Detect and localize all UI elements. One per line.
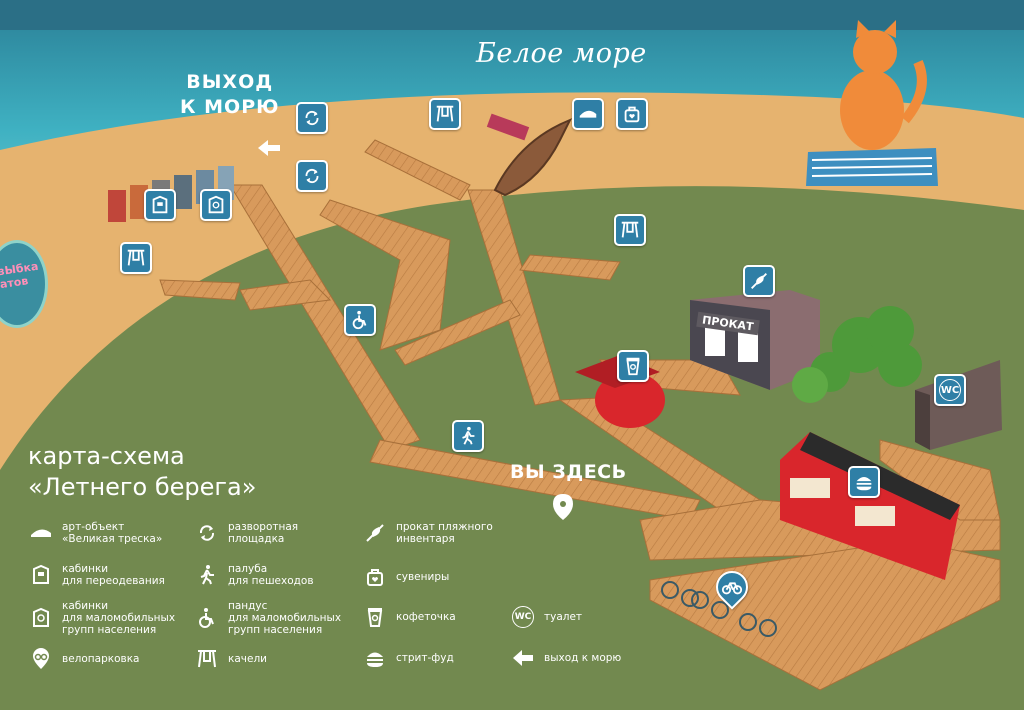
legend-text-ramp: пандус для маломобильных групп населения <box>228 600 342 636</box>
legend-wc: WC туалет <box>510 604 582 630</box>
turnaround-pin-2[interactable] <box>296 160 328 192</box>
coffee-pin[interactable] <box>617 350 649 382</box>
legend-turnaround: разворотная площадка <box>194 520 298 546</box>
bike-pin-icon <box>28 646 54 672</box>
legend-text-coffee: кофеточка <box>396 611 456 623</box>
exit-label-line2: К МОРЮ <box>180 96 280 118</box>
rental-pin[interactable] <box>743 265 775 297</box>
legend-rental: прокат пляжного инвентаря <box>362 520 493 546</box>
legend-exit-to-sea: выход к морю <box>510 645 621 671</box>
legend-text-bike-parking: велопарковка <box>62 653 140 665</box>
trees <box>792 306 922 403</box>
swing-icon <box>194 646 220 672</box>
souvenir-bag-icon <box>624 106 640 123</box>
wc-icon: WC <box>939 379 961 401</box>
exit-arrow-icon <box>510 645 536 671</box>
legend-text-swing: качели <box>228 653 267 665</box>
kayak-icon <box>751 273 767 289</box>
swing-pin-1[interactable] <box>429 98 461 130</box>
souvenirs-pin[interactable] <box>616 98 648 130</box>
burger-icon <box>856 476 872 491</box>
souvenir-bag-icon <box>362 564 388 590</box>
walkway-pin[interactable] <box>452 420 484 452</box>
legend-changing-cabin: кабинки для переодевания <box>28 562 165 588</box>
yoga-cat-illustration <box>806 20 938 186</box>
art-object-cod <box>486 113 573 197</box>
exit-to-sea-label: ВЫХОД К МОРЮ <box>180 70 279 120</box>
legend-accessible-cabin: кабинки для маломобильных групп населени… <box>28 600 175 636</box>
bike-parking-pin[interactable] <box>709 564 755 610</box>
kayak-icon <box>362 520 388 546</box>
fish-icon <box>579 110 597 118</box>
legend-text-street-food: стрит-фуд <box>396 652 454 664</box>
legend-text-turnaround: разворотная площадка <box>228 521 299 545</box>
legend-text-pedestrian-deck: палуба для пешеходов <box>228 563 314 587</box>
swing-icon <box>127 249 145 266</box>
sea-label: Белое море <box>476 38 647 69</box>
turnaround-icon <box>194 520 220 546</box>
legend-text-changing-cabin: кабинки для переодевания <box>62 563 165 587</box>
legend-bike-parking: велопарковка <box>28 646 139 672</box>
map-title-line2: «Летнего берега» <box>28 473 257 501</box>
ramp-pin[interactable] <box>344 304 376 336</box>
legend-text-art-object: арт-объект «Великая треска» <box>62 521 163 545</box>
wc-icon: WC <box>512 606 534 628</box>
changing-cabin-pin[interactable] <box>144 189 176 221</box>
bicycle-icon <box>721 582 743 595</box>
exit-arrow-icon <box>258 140 280 156</box>
bike-parking-illustration <box>661 581 777 637</box>
you-are-here-label: ВЫ ЗДЕСЬ <box>510 461 627 483</box>
festival-badge-text: зЫбка атов <box>0 259 40 292</box>
accessible-cabin-pin[interactable] <box>200 189 232 221</box>
legend-text-exit-to-sea: выход к морю <box>544 652 622 664</box>
legend-art-object: арт-объект «Великая треска» <box>28 520 162 546</box>
fish-icon <box>28 520 54 546</box>
changing-cabin-icon <box>152 195 168 214</box>
art-object-pin[interactable] <box>572 98 604 130</box>
pedestrian-icon <box>194 562 220 588</box>
legend-coffee: кофеточка <box>362 604 456 630</box>
exit-label-line1: ВЫХОД <box>186 71 274 93</box>
festival-badge: зЫбка атов <box>0 240 48 328</box>
wheelchair-icon <box>194 605 220 631</box>
legend-souvenirs: сувениры <box>362 564 449 590</box>
accessible-cabin-icon <box>208 195 224 214</box>
map-title: карта-схема «Летнего берега» <box>28 441 256 503</box>
changing-cabin-icon <box>28 562 54 588</box>
legend-pedestrian-deck: палуба для пешеходов <box>194 562 314 588</box>
swing-pin-2[interactable] <box>120 242 152 274</box>
map-title-line1: карта-схема <box>28 442 185 470</box>
street-food-pin[interactable] <box>848 466 880 498</box>
turnaround-pin-1[interactable] <box>296 102 328 134</box>
swing-icon <box>621 221 639 238</box>
legend-text-wc: туалет <box>544 611 583 623</box>
legend-swing: качели <box>194 646 267 672</box>
legend-street-food: стрит-фуд <box>362 645 454 671</box>
swing-pin-3[interactable] <box>614 214 646 246</box>
street-food-truck <box>780 432 960 580</box>
legend-ramp: пандус для маломобильных групп населения <box>194 600 341 636</box>
swing-icon <box>436 105 454 122</box>
legend-text-accessible-cabin: кабинки для маломобильных групп населени… <box>62 600 176 636</box>
turnaround-icon <box>305 168 319 184</box>
turnaround-icon <box>305 110 319 126</box>
accessible-cabin-icon <box>28 605 54 631</box>
wc-pin[interactable]: WC <box>934 374 966 406</box>
sea-deep-band <box>0 0 1024 30</box>
legend-text-souvenirs: сувениры <box>396 571 450 583</box>
you-are-here-marker <box>553 494 573 520</box>
pedestrian-icon <box>462 426 475 445</box>
coffee-cup-icon <box>626 357 640 376</box>
coffee-cup-icon <box>362 604 388 630</box>
wheelchair-icon <box>352 310 367 330</box>
legend-text-rental: прокат пляжного инвентаря <box>396 521 493 545</box>
burger-icon <box>362 645 388 671</box>
